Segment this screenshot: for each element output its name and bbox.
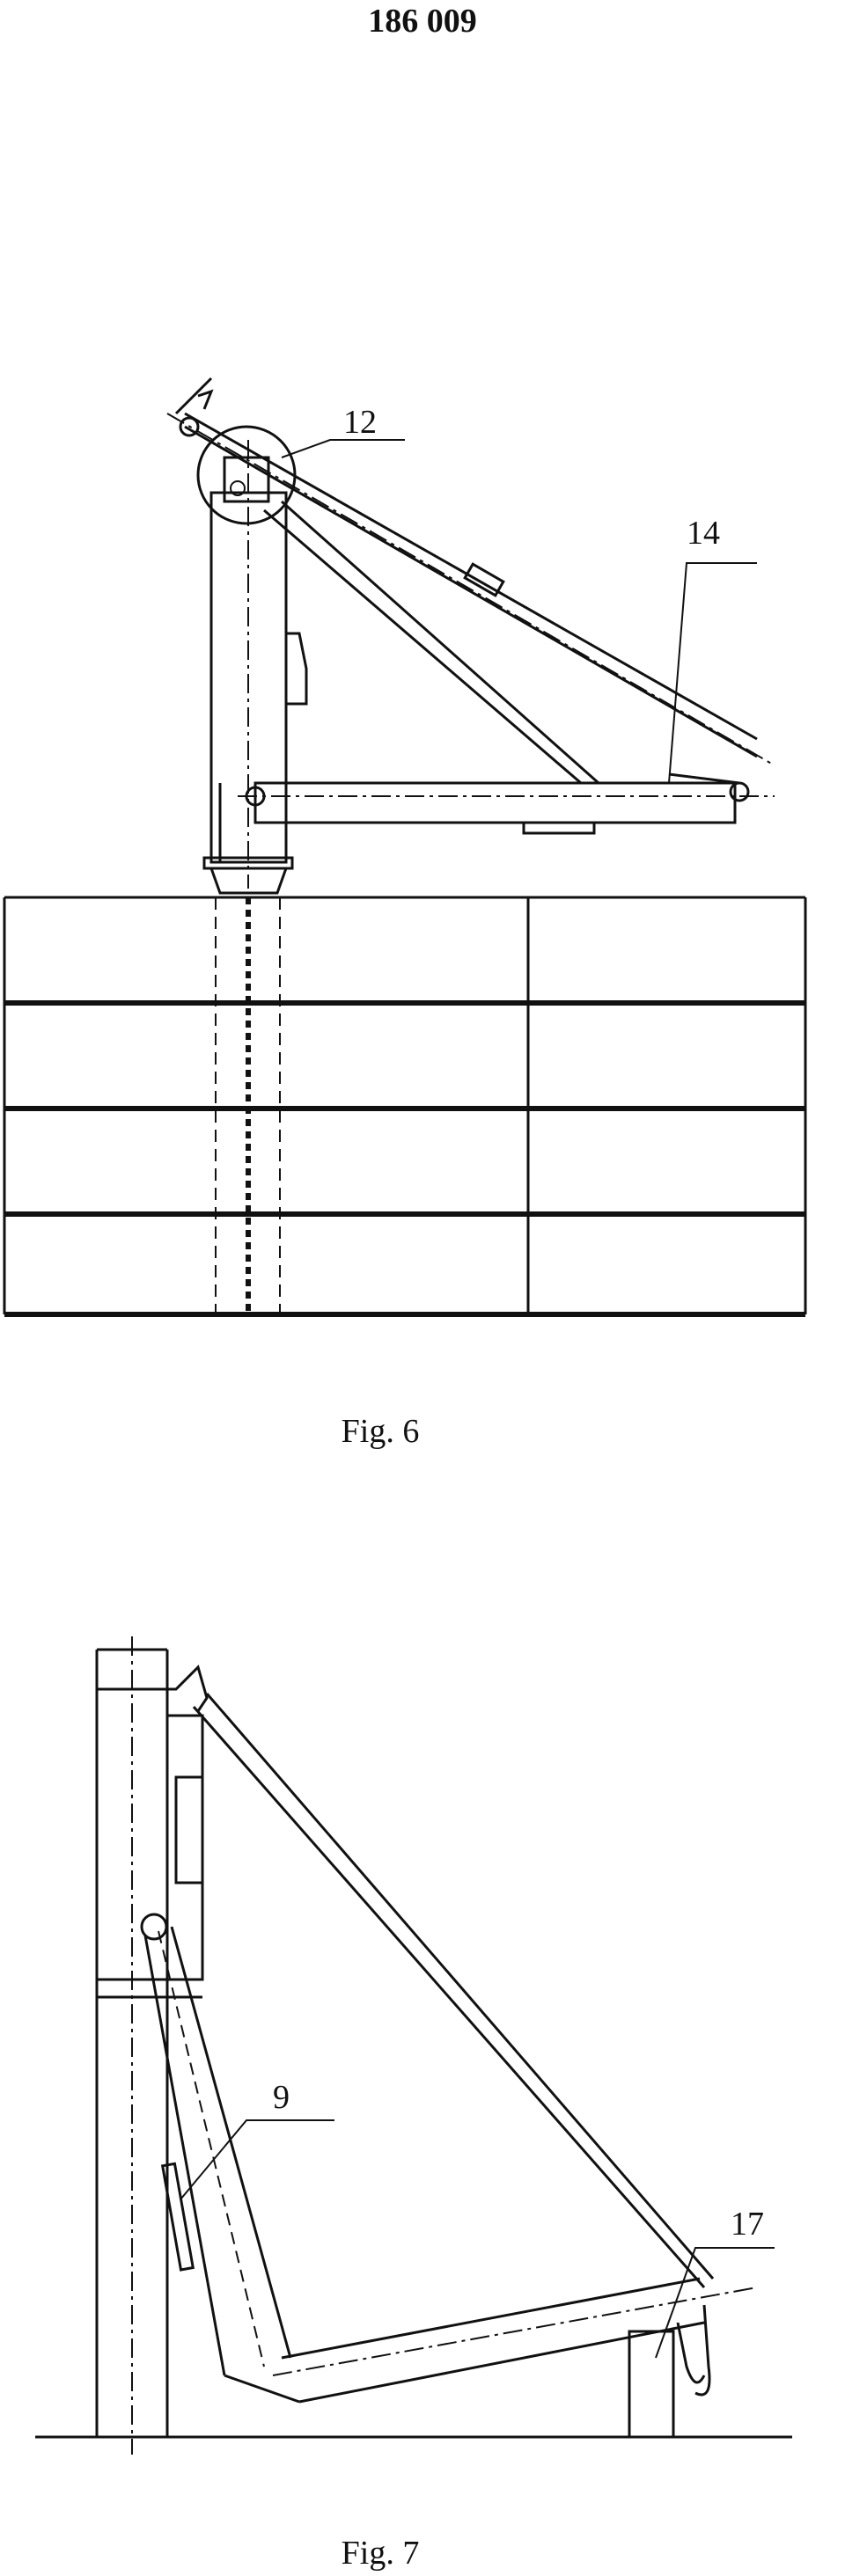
figure-6-drawing: 12 14 bbox=[3, 377, 807, 1317]
diagonal-brace bbox=[192, 1693, 715, 2288]
ref-numeral-17: 17 bbox=[731, 2206, 764, 2243]
crane-arm bbox=[238, 772, 775, 835]
crane-column bbox=[196, 425, 308, 895]
crane-boom bbox=[166, 377, 775, 766]
ref-numeral-14: 14 bbox=[687, 515, 720, 552]
leader-line-12 bbox=[281, 439, 405, 458]
swing-arm bbox=[140, 1913, 292, 2376]
figure-6-caption: Fig. 6 bbox=[341, 1413, 420, 1450]
container-stack bbox=[3, 896, 807, 1317]
hook-assembly bbox=[628, 2304, 711, 2439]
figure-7-caption: Fig. 7 bbox=[341, 2535, 420, 2572]
leader-line-9 bbox=[180, 2119, 334, 2200]
page-number: 186 009 bbox=[368, 3, 477, 40]
ref-numeral-9: 9 bbox=[273, 2079, 290, 2116]
ref-numeral-12: 12 bbox=[343, 404, 377, 441]
leader-line-17 bbox=[655, 2247, 775, 2359]
crane-strut bbox=[263, 500, 599, 785]
leader-line-14 bbox=[668, 562, 757, 784]
